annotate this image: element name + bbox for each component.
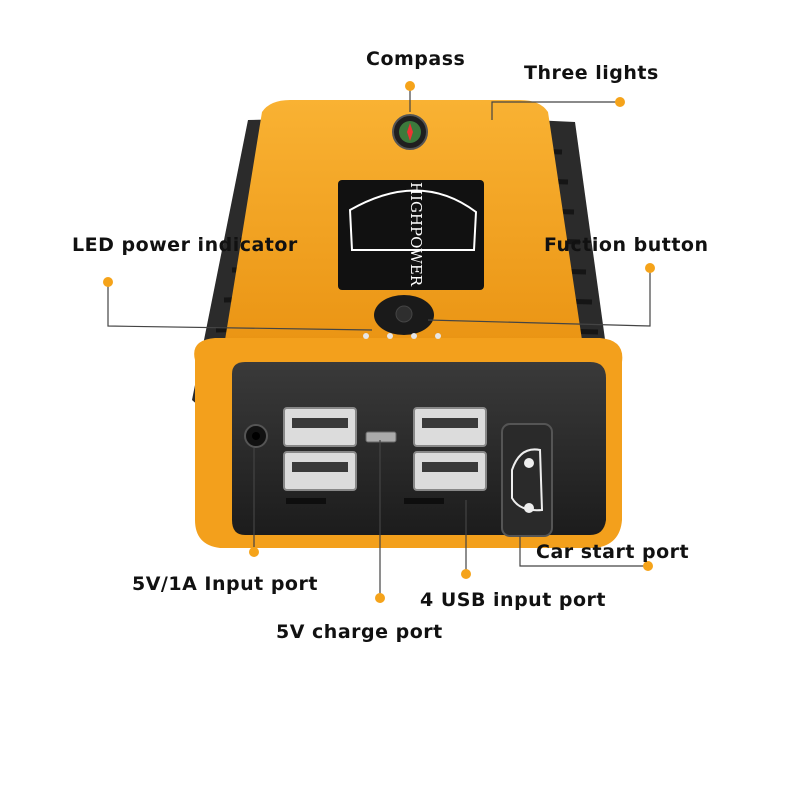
brand-panel: HIGHPOWER (338, 180, 484, 290)
label-led-power-indicator: LED power indicator (72, 234, 298, 256)
label-car-start-port: Car start port (536, 541, 690, 563)
callout-dots (103, 81, 655, 603)
compass-icon (392, 114, 428, 150)
usb-ports-right (413, 407, 487, 491)
label-three-lights: Three lights (524, 62, 659, 84)
micro-usb-port (365, 431, 397, 443)
dc-input-jack (244, 424, 268, 448)
brand-text: HIGHPOWER (407, 182, 425, 287)
vent-slots (286, 498, 444, 504)
usb-ports-left (283, 407, 357, 491)
label-usb-input-port: 4 USB input port (420, 589, 607, 611)
function-button[interactable] (374, 295, 434, 335)
label-input-port: 5V/1A Input port (132, 573, 318, 595)
label-charge-port: 5V charge port (276, 621, 443, 643)
label-function-button: Fuction button (544, 234, 709, 256)
label-compass: Compass (366, 48, 466, 70)
car-start-port (501, 423, 553, 537)
callout-lines (107, 86, 651, 596)
led-power-indicator (363, 333, 441, 339)
